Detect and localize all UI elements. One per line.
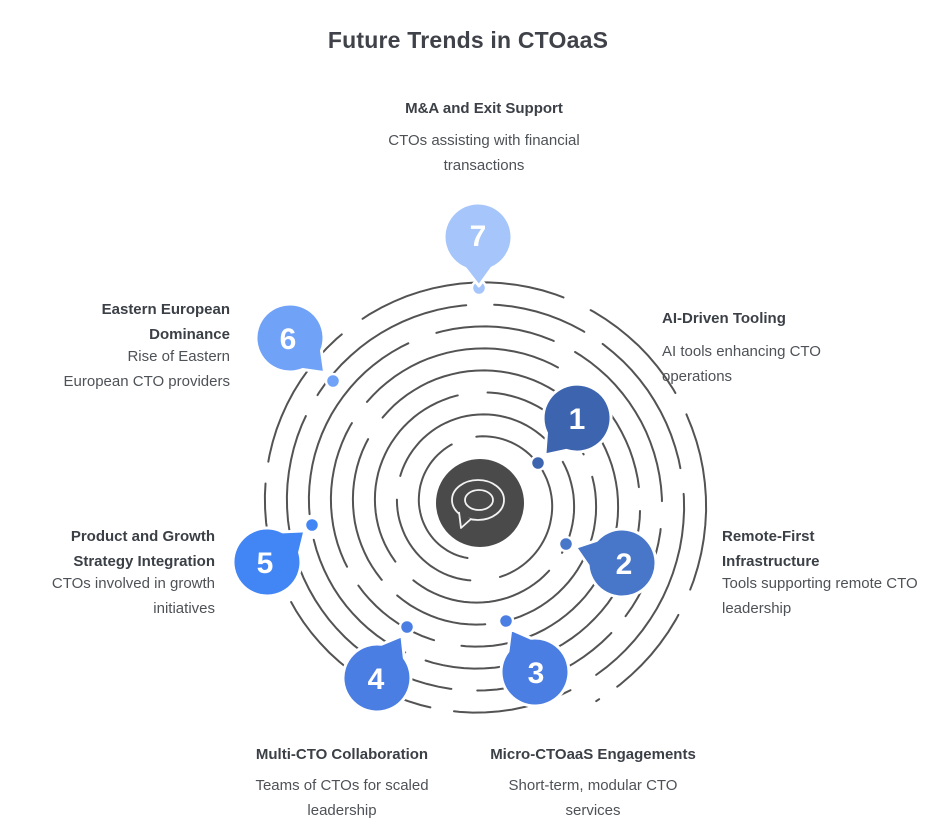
node-description-6: Rise of Eastern European CTO providers <box>63 348 230 390</box>
node-number-1: 1 <box>569 403 586 436</box>
node-dot-1 <box>529 454 547 472</box>
page-title: Future Trends in CTOaaS <box>327 27 609 53</box>
bubble-shape-1 <box>541 382 613 457</box>
node-bubble-7: 7 <box>442 201 514 288</box>
node-description-7: CTOs assisting with financial transactio… <box>388 132 580 174</box>
node-title-6: Eastern European Dominance <box>101 301 230 343</box>
node-bubble-4: 4 <box>341 634 413 714</box>
node-number-2: 2 <box>616 548 633 581</box>
node-dot-6 <box>324 372 342 390</box>
node-description-3: Short-term, modular CTO services <box>508 777 678 819</box>
node-number-4: 4 <box>368 663 385 696</box>
node-dot-3 <box>497 612 515 630</box>
node-bubble-3: 3 <box>499 627 571 708</box>
node-bubble-1: 1 <box>541 382 613 457</box>
center-circle <box>434 457 526 549</box>
node-bubble-5: 5 <box>231 526 307 598</box>
node-description-1: AI tools enhancing CTO operations <box>662 343 821 385</box>
node-title-3: Micro-CTOaaS Engagements <box>490 746 696 763</box>
bubble-shape-2 <box>574 527 658 599</box>
bubble-shape-5 <box>231 526 307 598</box>
bubble-shape-4 <box>341 634 413 714</box>
node-title-4: Multi-CTO Collaboration <box>255 746 429 763</box>
node-dot-2 <box>557 535 575 553</box>
node-number-6: 6 <box>280 323 297 356</box>
node-title-7: M&A and Exit Support <box>405 100 563 117</box>
speech-bubble-icon <box>451 479 505 529</box>
spiral-track <box>263 281 708 714</box>
bubble-shape-6 <box>254 302 327 375</box>
node-dot-4 <box>398 618 416 636</box>
node-bubble-2: 2 <box>574 527 658 599</box>
node-title-2: Remote-First Infrastructure <box>722 528 820 570</box>
node-number-5: 5 <box>257 547 274 580</box>
node-dot-5 <box>303 516 321 534</box>
node-number-3: 3 <box>528 657 545 690</box>
node-description-4: Teams of CTOs for scaled leadership <box>255 777 429 819</box>
bubble-shape-3 <box>499 627 571 708</box>
node-title-1: AI-Driven Tooling <box>662 310 786 327</box>
node-description-2: Tools supporting remote CTO leadership <box>722 575 918 617</box>
node-number-7: 7 <box>470 220 487 253</box>
bubble-shape-7 <box>442 201 514 288</box>
node-title-5: Product and Growth Strategy Integration <box>70 528 215 570</box>
node-description-5: CTOs involved in growth initiatives <box>51 575 215 617</box>
node-bubble-6: 6 <box>254 302 327 375</box>
center-hub <box>434 457 526 549</box>
